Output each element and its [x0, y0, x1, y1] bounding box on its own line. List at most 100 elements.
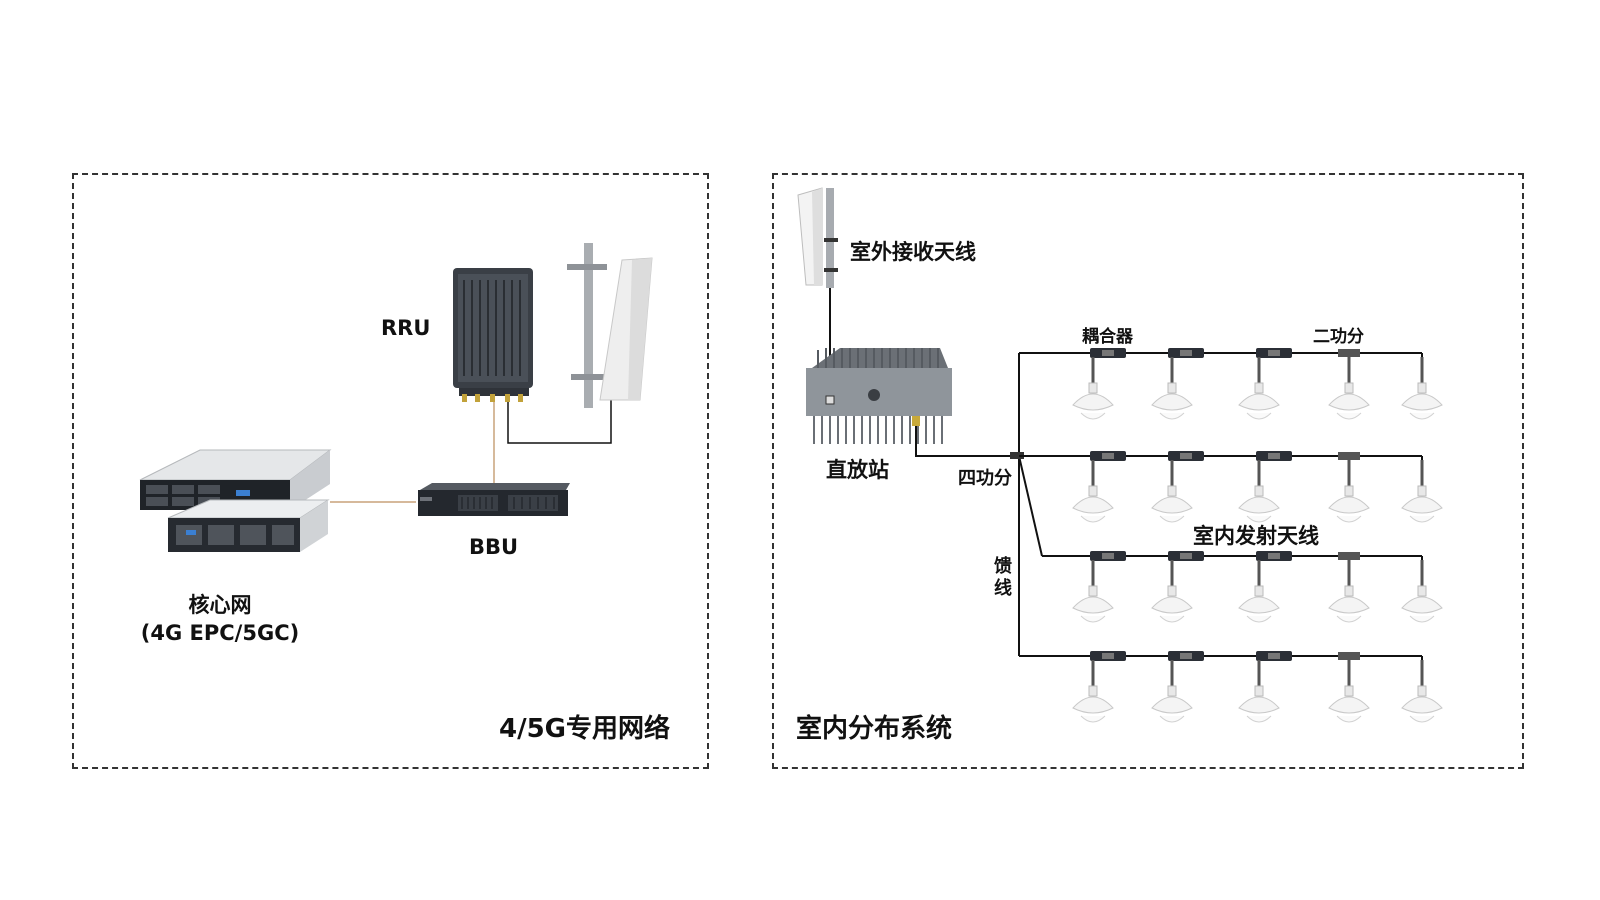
coupler-label-plate [1102, 553, 1114, 559]
antenna-neck [1417, 585, 1427, 597]
ceiling-antenna-dome [1080, 515, 1106, 523]
two-way-splitter-icon [1338, 652, 1360, 660]
coupler-label-plate [1102, 453, 1114, 459]
four-way-splitter-icon [1010, 452, 1024, 459]
ceiling-antenna-dome [1336, 615, 1362, 623]
coupler-label-plate [1268, 350, 1280, 356]
two-way-splitter-icon [1338, 452, 1360, 460]
ceiling-antenna-dome [1336, 715, 1362, 723]
antenna-neck [1344, 485, 1354, 497]
rru-unit-icon [453, 268, 533, 402]
coupler-label-plate [1180, 653, 1192, 659]
antenna-neck [1167, 485, 1177, 497]
antenna-neck [1167, 382, 1177, 394]
server-rack-icon [139, 449, 332, 552]
ceiling-antenna-icon [1328, 496, 1370, 514]
ceiling-antenna-icon [1151, 496, 1193, 514]
ceiling-antenna-icon [1151, 696, 1193, 714]
coupler-label-plate [1102, 653, 1114, 659]
repeater-icon [806, 348, 952, 444]
ceiling-antenna-dome [1246, 412, 1272, 420]
coupler-label-plate [1268, 653, 1280, 659]
feeder-label-char-1: 馈 [994, 556, 1012, 577]
ceiling-antenna-dome [1159, 412, 1185, 420]
ceiling-antenna-icon [1072, 393, 1114, 411]
antenna-neck [1254, 685, 1264, 697]
two-way-splitter-label: 二功分 [1313, 327, 1364, 347]
ceiling-antenna-dome [1409, 515, 1435, 523]
ceiling-antenna-dome [1409, 412, 1435, 420]
antenna-neck [1088, 382, 1098, 394]
coupler-label: 耦合器 [1082, 327, 1133, 347]
ceiling-antenna-dome [1080, 412, 1106, 420]
outdoor-antenna-label: 室外接收天线 [850, 240, 976, 264]
ceiling-antenna-dome [1080, 715, 1106, 723]
coupler-label-plate [1180, 350, 1192, 356]
antenna-neck [1167, 585, 1177, 597]
outdoor-antenna-icon [797, 187, 838, 288]
ceiling-antenna-icon [1238, 393, 1280, 411]
coupler-label-plate [1102, 350, 1114, 356]
ceiling-antenna-icon [1151, 596, 1193, 614]
ceiling-antenna-dome [1159, 715, 1185, 723]
indoor-distribution-title: 室内分布系统 [796, 714, 953, 744]
ceiling-antenna-icon [1238, 596, 1280, 614]
ceiling-antenna-dome [1159, 615, 1185, 623]
ceiling-antenna-icon [1328, 696, 1370, 714]
ceiling-antenna-dome [1246, 615, 1272, 623]
feeder-label: 馈 线 [993, 556, 1013, 600]
two-way-splitter-icon [1338, 349, 1360, 357]
antenna-neck [1088, 485, 1098, 497]
antenna-neck [1344, 685, 1354, 697]
private-network-title: 4/5G专用网络 [499, 714, 671, 744]
antenna-neck [1254, 485, 1264, 497]
antenna-neck [1417, 485, 1427, 497]
bbu-label: BBU [469, 535, 519, 559]
ceiling-antenna-dome [1336, 515, 1362, 523]
rru-label: RRU [381, 316, 431, 340]
ceiling-antenna-dome [1336, 412, 1362, 420]
ceiling-antenna-icon [1238, 496, 1280, 514]
core-network-sublabel: (4G EPC/5GC) [140, 621, 300, 645]
repeater-splitter-cable [915, 426, 1019, 457]
ceiling-antenna-icon [1328, 596, 1370, 614]
four-way-splitter-label: 四功分 [958, 468, 1012, 489]
ceiling-antenna-icon [1401, 596, 1443, 614]
indoor-antenna-label: 室内发射天线 [1193, 524, 1319, 548]
ceiling-antenna-dome [1409, 715, 1435, 723]
antenna-neck [1417, 382, 1427, 394]
ceiling-antenna-icon [1072, 696, 1114, 714]
feeder-label-char-2: 线 [994, 578, 1012, 599]
antenna-neck [1167, 685, 1177, 697]
ceiling-antenna-icon [1401, 496, 1443, 514]
ceiling-antenna-dome [1246, 515, 1272, 523]
ceiling-antenna-icon [1401, 393, 1443, 411]
ceiling-antenna-icon [1238, 696, 1280, 714]
panel-antenna-icon [567, 243, 653, 408]
ceiling-antenna-icon [1401, 696, 1443, 714]
ceiling-antenna-dome [1080, 615, 1106, 623]
coupler-label-plate [1268, 553, 1280, 559]
antenna-neck [1254, 382, 1264, 394]
antenna-neck [1344, 585, 1354, 597]
core-network-label: 核心网 [188, 593, 252, 617]
ceiling-antenna-dome [1246, 715, 1272, 723]
ceiling-antenna-dome [1409, 615, 1435, 623]
rru-antenna-cable [507, 392, 612, 444]
two-way-splitter-icon [1338, 552, 1360, 560]
antenna-neck [1088, 685, 1098, 697]
coupler-label-plate [1180, 453, 1192, 459]
ceiling-antenna-icon [1151, 393, 1193, 411]
antenna-neck [1088, 585, 1098, 597]
feeder-diagonal [1018, 455, 1043, 557]
antenna-neck [1417, 685, 1427, 697]
ceiling-antenna-icon [1072, 596, 1114, 614]
antenna-neck [1254, 585, 1264, 597]
indoor-distribution-panel [772, 173, 1524, 769]
coupler-label-plate [1268, 453, 1280, 459]
ceiling-antenna-icon [1328, 393, 1370, 411]
ceiling-antenna-dome [1159, 515, 1185, 523]
ceiling-antenna-icon [1072, 496, 1114, 514]
